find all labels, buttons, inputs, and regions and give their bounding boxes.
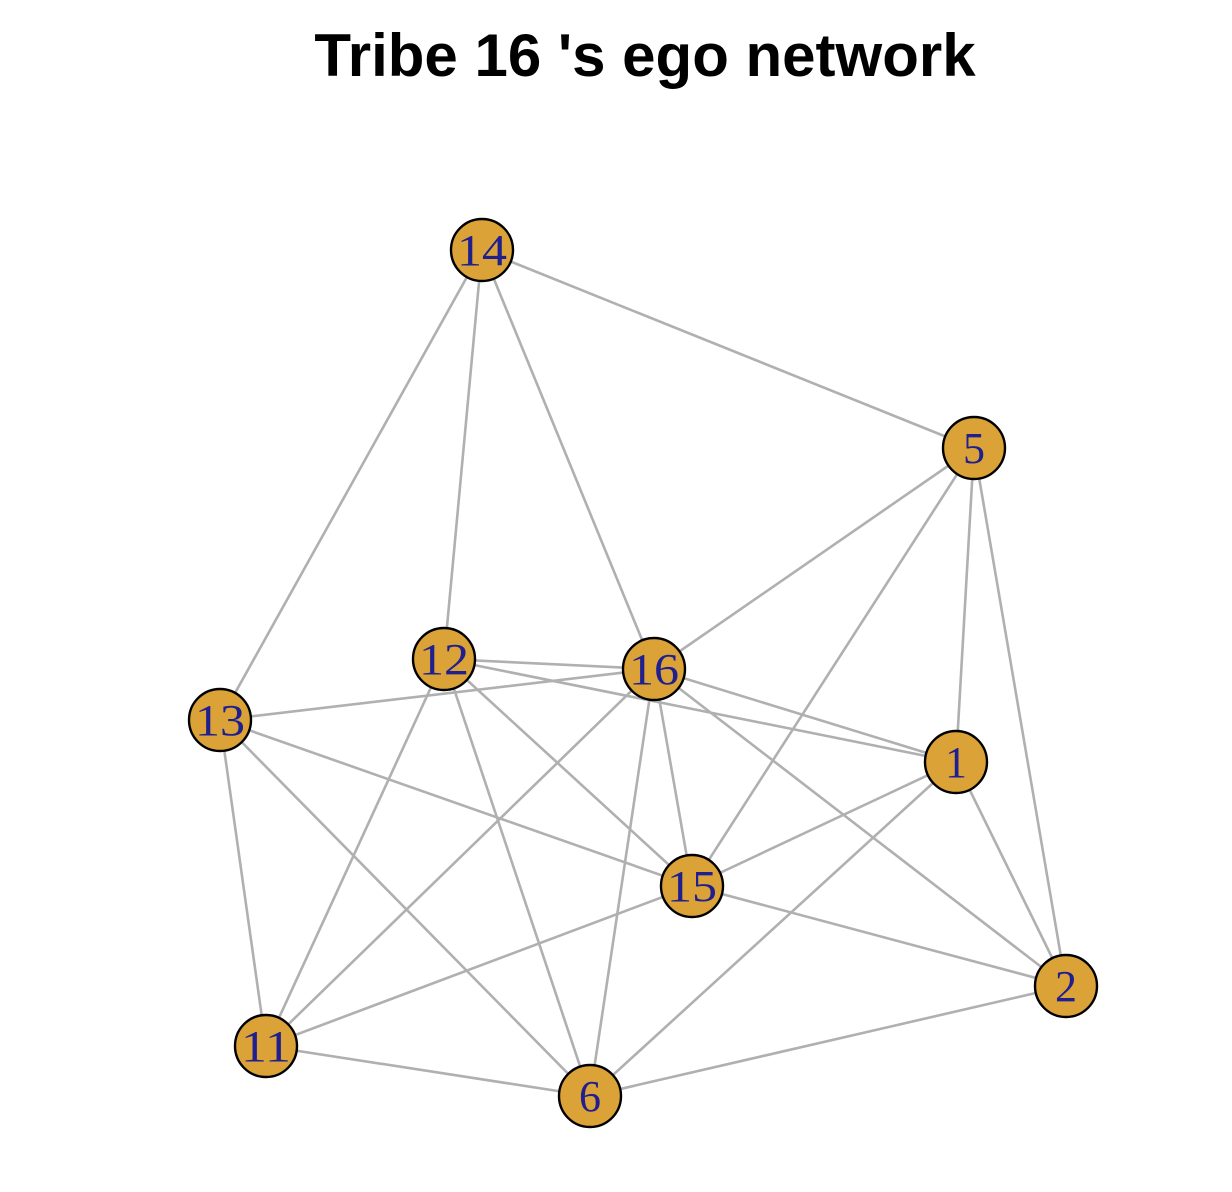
node-label: 15 <box>667 862 717 911</box>
node-11: 11 <box>233 1013 299 1079</box>
node-14: 14 <box>449 217 515 283</box>
node-label: 1 <box>945 738 967 787</box>
edge-2-6 <box>589 984 1067 1098</box>
node-5: 5 <box>941 415 1007 481</box>
node-circle <box>621 636 687 702</box>
node-label: 12 <box>419 635 469 684</box>
edge-12-6 <box>442 658 592 1097</box>
edge-12-15 <box>443 658 693 887</box>
edge-12-1 <box>443 657 957 764</box>
edge-16-15 <box>652 668 694 887</box>
node-label: 16 <box>629 645 679 694</box>
edge-14-5 <box>481 248 975 450</box>
node-label: 5 <box>963 424 985 473</box>
edge-16-6 <box>588 668 656 1097</box>
edge-16-11 <box>265 668 655 1047</box>
edge-13-6 <box>219 719 591 1097</box>
node-12: 12 <box>411 626 477 692</box>
edge-11-6 <box>265 1044 591 1098</box>
edge-layer <box>218 248 1068 1098</box>
edge-13-15 <box>219 718 693 888</box>
node-circle <box>411 626 477 692</box>
node-13: 13 <box>187 687 253 753</box>
node-circle <box>941 415 1007 481</box>
edge-14-12 <box>442 249 484 660</box>
node-circle <box>1033 953 1099 1019</box>
edge-1-2 <box>954 761 1068 987</box>
node-circle <box>187 687 253 753</box>
node-label: 11 <box>241 1022 291 1071</box>
node-circle <box>923 729 989 795</box>
node-label: 14 <box>457 226 507 275</box>
edge-16-2 <box>653 667 1067 988</box>
edge-1-6 <box>589 761 957 1097</box>
node-layer: 14 5 12 16 13 1 15 2 11 6 <box>187 217 1099 1129</box>
edge-16-1 <box>653 667 957 764</box>
edge-16-13 <box>219 667 655 722</box>
node-label: 6 <box>579 1072 601 1121</box>
edge-5-2 <box>972 447 1068 987</box>
edge-14-16 <box>480 249 656 670</box>
node-2: 2 <box>1033 953 1099 1019</box>
node-1: 1 <box>923 729 989 795</box>
node-label: 13 <box>195 696 245 745</box>
edge-12-16 <box>443 657 655 671</box>
node-circle <box>449 217 515 283</box>
edge-13-11 <box>218 719 268 1047</box>
edge-5-1 <box>954 447 976 763</box>
node-circle <box>557 1063 623 1129</box>
node-15: 15 <box>659 853 725 919</box>
edge-15-2 <box>691 884 1067 988</box>
edge-15-11 <box>265 884 693 1048</box>
edge-5-16 <box>653 446 975 671</box>
node-6: 6 <box>557 1063 623 1129</box>
edge-14-13 <box>218 249 484 721</box>
diagram-title: Tribe 16 's ego network <box>314 22 976 89</box>
edge-12-11 <box>264 658 446 1047</box>
node-label: 2 <box>1055 962 1077 1011</box>
node-16: 16 <box>621 636 687 702</box>
node-circle <box>659 853 725 919</box>
node-circle <box>233 1013 299 1079</box>
edge-1-15 <box>691 760 957 888</box>
edge-5-15 <box>690 447 976 887</box>
